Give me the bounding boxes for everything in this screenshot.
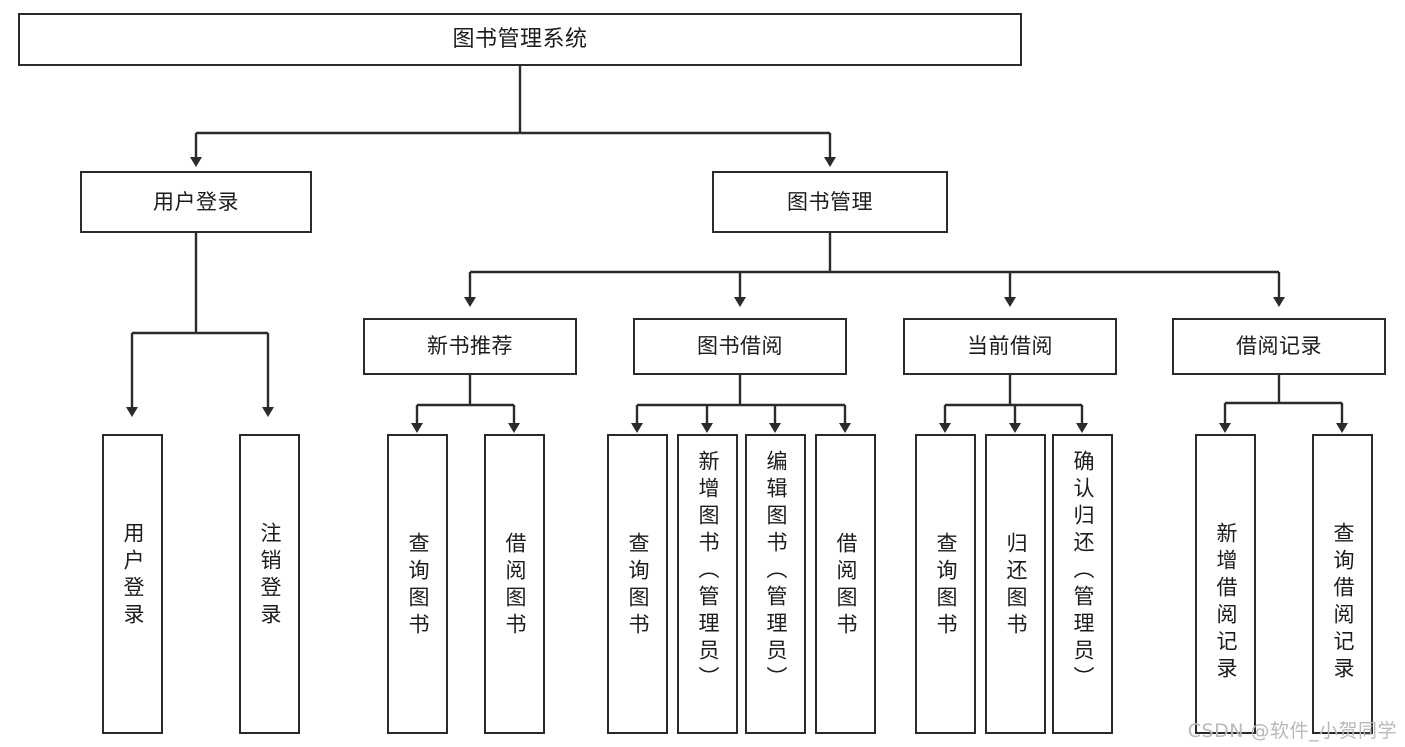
watermark: CSDN @软件_小贺同学 bbox=[1187, 720, 1397, 742]
leaf-confirm-return-admin[interactable]: 确认归还（管理员） bbox=[1052, 434, 1113, 734]
leaf-logout[interactable]: 注销登录 bbox=[239, 434, 300, 734]
node-borrow-records-label: 借阅记录 bbox=[1236, 334, 1322, 359]
leaf-add-borrow-record[interactable]: 新增借阅记录 bbox=[1195, 434, 1256, 734]
leaf-query-book-borrow-label: 查询图书 bbox=[626, 532, 650, 640]
node-book-management-label: 图书管理 bbox=[787, 189, 873, 214]
leaf-return-book-label: 归还图书 bbox=[1004, 532, 1028, 640]
leaf-confirm-return-admin-label: 确认归还（管理员） bbox=[1071, 450, 1095, 693]
node-new-book-recommend-label: 新书推荐 bbox=[427, 334, 513, 359]
node-new-book-recommend[interactable]: 新书推荐 bbox=[363, 318, 577, 375]
node-current-borrow[interactable]: 当前借阅 bbox=[903, 318, 1117, 375]
leaf-user-login-label: 用户登录 bbox=[121, 522, 145, 630]
leaf-user-login[interactable]: 用户登录 bbox=[102, 434, 163, 734]
leaf-edit-book-admin[interactable]: 编辑图书（管理员） bbox=[745, 434, 806, 734]
leaf-borrow-book[interactable]: 借阅图书 bbox=[815, 434, 876, 734]
leaf-add-borrow-record-label: 新增借阅记录 bbox=[1214, 522, 1238, 684]
leaf-query-book-new-label: 查询图书 bbox=[406, 532, 430, 640]
leaf-borrow-book-label: 借阅图书 bbox=[834, 532, 858, 640]
leaf-add-book-admin[interactable]: 新增图书（管理员） bbox=[677, 434, 738, 734]
leaf-query-borrow-record[interactable]: 查询借阅记录 bbox=[1312, 434, 1373, 734]
leaf-logout-label: 注销登录 bbox=[258, 522, 282, 630]
node-root-label: 图书管理系统 bbox=[452, 26, 588, 52]
leaf-query-book-borrow[interactable]: 查询图书 bbox=[607, 434, 668, 734]
node-book-borrow[interactable]: 图书借阅 bbox=[633, 318, 847, 375]
node-borrow-records[interactable]: 借阅记录 bbox=[1172, 318, 1386, 375]
leaf-query-book-current-label: 查询图书 bbox=[934, 532, 958, 640]
node-user-login-label: 用户登录 bbox=[153, 189, 239, 214]
leaf-return-book[interactable]: 归还图书 bbox=[985, 434, 1046, 734]
leaf-query-borrow-record-label: 查询借阅记录 bbox=[1331, 522, 1355, 684]
node-root[interactable]: 图书管理系统 bbox=[18, 13, 1022, 66]
leaf-borrow-book-new[interactable]: 借阅图书 bbox=[484, 434, 545, 734]
leaf-query-book-current[interactable]: 查询图书 bbox=[915, 434, 976, 734]
leaf-edit-book-admin-label: 编辑图书（管理员） bbox=[764, 450, 788, 693]
leaf-borrow-book-new-label: 借阅图书 bbox=[503, 532, 527, 640]
leaf-query-book-new[interactable]: 查询图书 bbox=[387, 434, 448, 734]
node-user-login[interactable]: 用户登录 bbox=[80, 171, 312, 233]
node-book-management[interactable]: 图书管理 bbox=[712, 171, 948, 233]
leaf-add-book-admin-label: 新增图书（管理员） bbox=[696, 450, 720, 693]
node-book-borrow-label: 图书借阅 bbox=[697, 334, 783, 359]
node-current-borrow-label: 当前借阅 bbox=[967, 334, 1053, 359]
